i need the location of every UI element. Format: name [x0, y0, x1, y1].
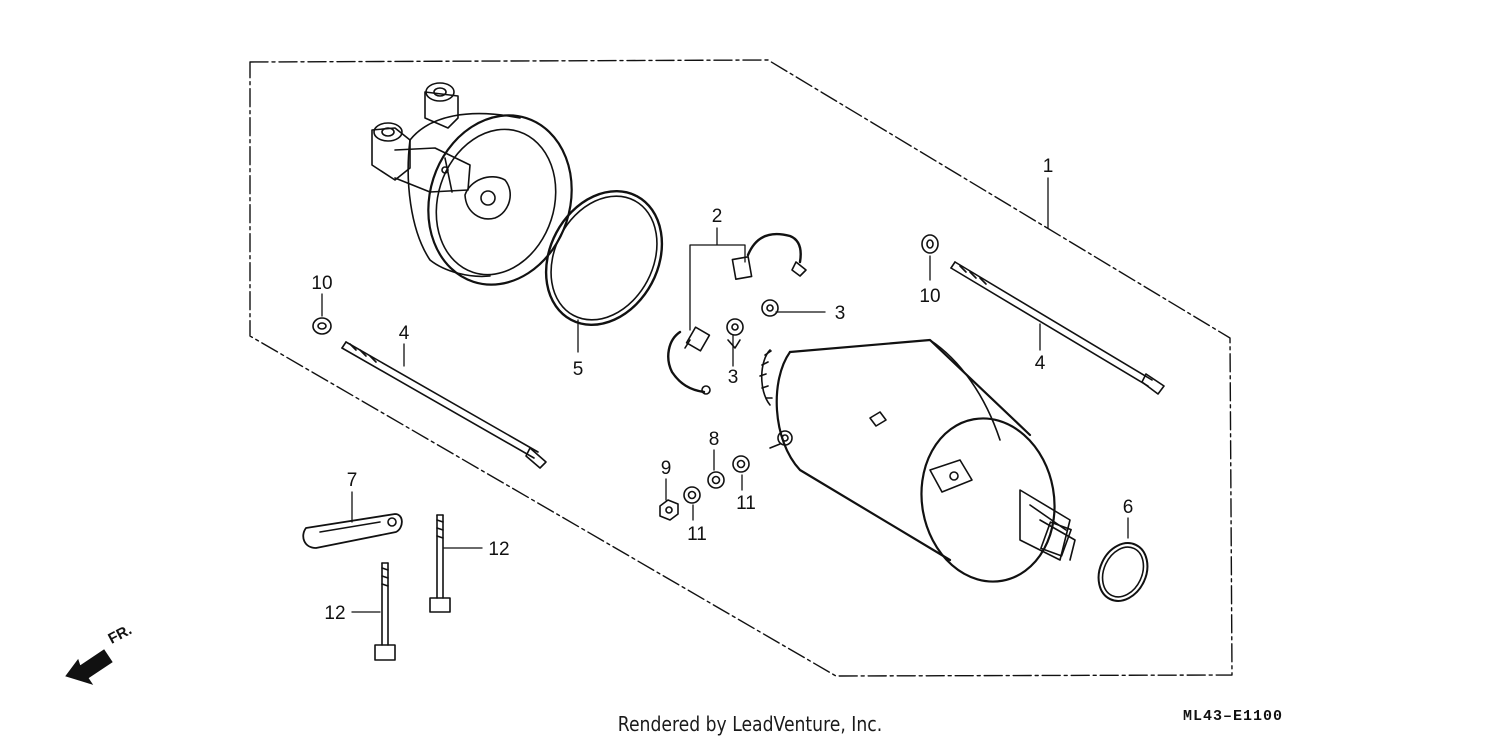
starter-motor	[759, 338, 1076, 583]
callout-5: 5	[573, 359, 584, 380]
callout-4-left: 4	[399, 323, 410, 344]
callout-3-lower: 3	[728, 367, 739, 388]
nut-8	[707, 471, 725, 489]
callout-11-left: 11	[687, 524, 707, 545]
callout-9: 9	[661, 458, 672, 479]
callout-4-right: 4	[1035, 353, 1046, 374]
callout-8: 8	[709, 429, 720, 450]
through-bolt-right	[950, 261, 1165, 395]
terminal-plate	[302, 513, 403, 549]
front-arrow-icon	[65, 649, 113, 685]
washer-11-right	[732, 455, 750, 473]
terminal-nut-upper	[761, 299, 779, 317]
nut-9	[659, 499, 679, 521]
callout-10-left: 10	[311, 273, 332, 294]
terminal-nut-lower	[726, 318, 744, 349]
diagram-code: ML43–E1100	[1183, 708, 1284, 725]
bolt-12-right	[429, 514, 451, 613]
washer-11-left	[683, 486, 701, 504]
washer-right	[921, 234, 939, 254]
brush-set	[667, 232, 807, 395]
callout-7: 7	[347, 470, 358, 491]
footer-credit: Rendered by LeadVenture, Inc.	[617, 712, 883, 736]
washer-left	[312, 317, 332, 335]
callout-12-right: 12	[488, 539, 509, 560]
o-ring-small	[1097, 542, 1149, 602]
callout-12-left: 12	[324, 603, 345, 624]
callout-11-right: 11	[736, 493, 756, 514]
group-boundary	[249, 59, 1233, 677]
callout-3-upper: 3	[835, 303, 846, 324]
callout-1: 1	[1043, 156, 1054, 177]
callout-6: 6	[1123, 497, 1134, 518]
leader-lines	[321, 177, 1129, 613]
through-bolt-left	[341, 341, 547, 469]
callout-2: 2	[712, 206, 723, 227]
callout-labels: 1 2 3 3 4 4 5 6 7 8 9 10 10 11 11 12 12	[311, 156, 1133, 624]
o-ring-large	[544, 189, 664, 327]
bolt-12-left	[374, 562, 396, 661]
callout-10-right: 10	[919, 286, 940, 307]
rear-cover	[371, 82, 573, 286]
